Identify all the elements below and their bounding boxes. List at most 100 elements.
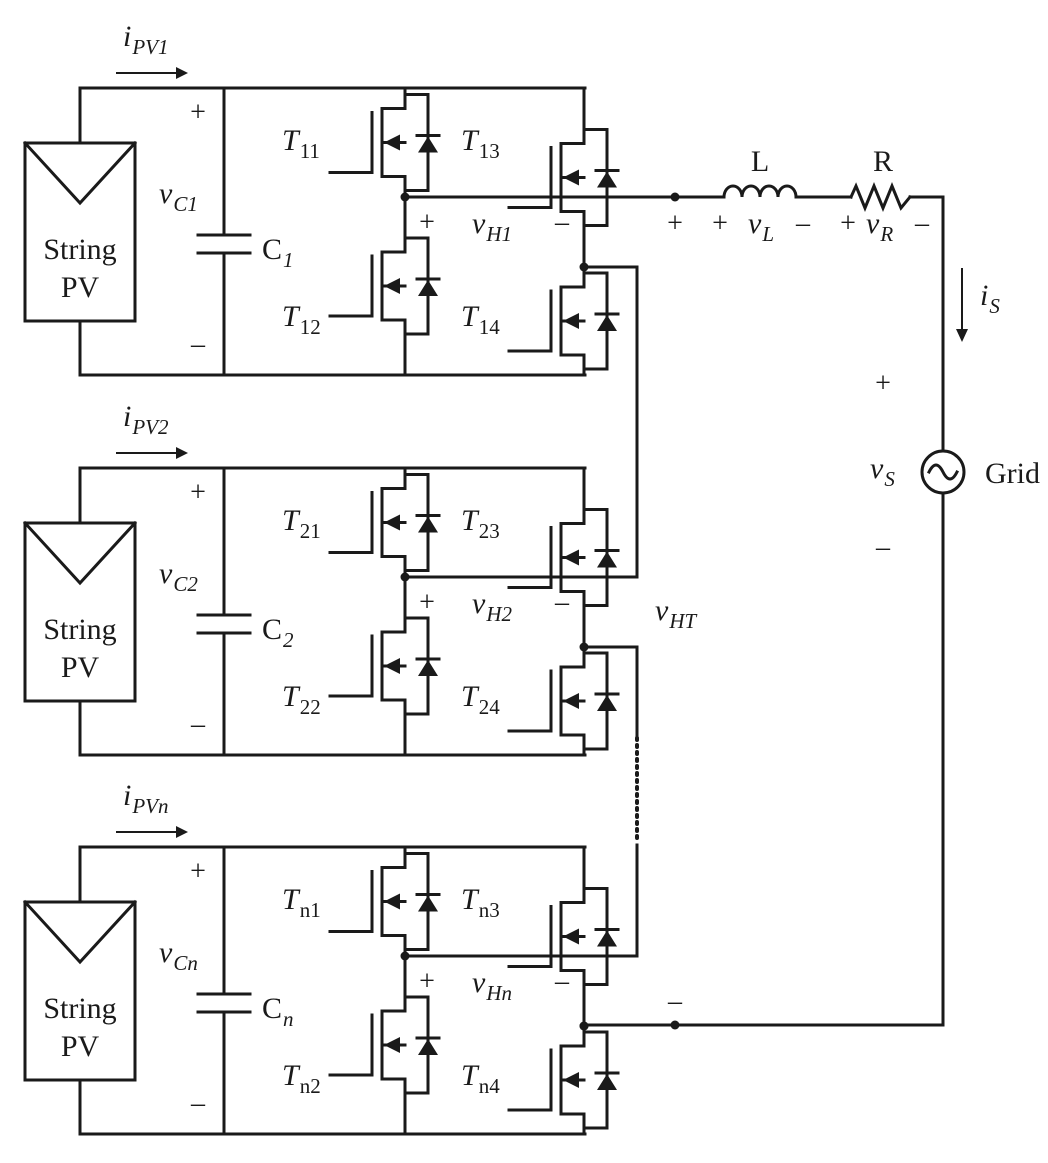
switch-label-2-base: T	[282, 1059, 301, 1092]
bottom-rail	[78, 699, 587, 757]
current-arrowhead	[176, 67, 188, 79]
switch-label-4-base: T	[461, 300, 480, 333]
arrow	[563, 549, 579, 566]
switch-label-4-base: T	[461, 1059, 480, 1092]
pv-current-label-subscript: PV1	[131, 35, 168, 59]
pv-current-label: iPVn	[123, 779, 169, 818]
inductor-minus-sign: –	[795, 208, 811, 239]
pv-current-label: iPV1	[123, 20, 169, 59]
switch-label-4-base: T	[461, 680, 480, 713]
capacitor-label: C1	[262, 233, 294, 272]
switch-upper-right	[507, 86, 620, 269]
hbridge-plus-sign: +	[419, 587, 435, 618]
top-rail	[78, 86, 587, 145]
resistor-voltage-label-subscript: R	[879, 222, 893, 246]
hbridge-voltage-label-base: v	[472, 966, 486, 999]
total-plus-sign: +	[667, 208, 683, 239]
resistor-plus-sign: +	[840, 208, 856, 239]
cap-plus-sign: +	[190, 477, 206, 508]
pv-current-label-subscript: PV2	[131, 415, 169, 439]
grid-voltage-label-subscript: S	[884, 467, 895, 491]
arrow	[384, 514, 400, 531]
inductor-coil	[722, 184, 798, 199]
switch-label-1-base: T	[282, 883, 301, 916]
capacitor-label-base: C	[262, 613, 282, 646]
switch-label-4: Tn4	[461, 1059, 500, 1098]
switch-lower-right	[507, 645, 620, 757]
inter-cell-connections	[403, 265, 639, 958]
cap-voltage-label: vC1	[159, 177, 198, 216]
switch-label-3-base: T	[461, 504, 480, 537]
link-cell2-down	[582, 645, 639, 737]
panel-label-line1: String	[43, 613, 116, 646]
diode	[418, 1039, 438, 1055]
switch-label-2-subscript: 12	[300, 315, 321, 339]
pv-current-label-base: i	[123, 20, 131, 53]
switch-label-3-base: T	[461, 883, 480, 916]
grid-voltage-label: vS	[870, 452, 895, 491]
hbridge-voltage-label: vH1	[472, 207, 512, 246]
capacitor-label: C2	[262, 613, 294, 652]
hbridge-voltage-label-subscript: H2	[485, 602, 512, 626]
hbridge-voltage-label-subscript: H1	[485, 222, 512, 246]
grid-current-label-subscript: S	[989, 294, 1000, 318]
switch-label-2-subscript: n2	[300, 1074, 321, 1098]
bottom-rail	[78, 1078, 587, 1136]
grid-wire-top	[908, 195, 945, 453]
sine-symbol	[926, 463, 960, 481]
switch-label-4: T14	[461, 300, 500, 339]
switch-lower-right	[507, 265, 620, 377]
switch-label-4-subscript: 24	[479, 695, 501, 719]
diode	[597, 315, 617, 331]
arrow	[563, 169, 579, 186]
arrow	[563, 313, 579, 329]
top-rail	[78, 845, 587, 904]
inductor-voltage-label-subscript: L	[761, 222, 774, 246]
hbridge-plus-sign: +	[419, 207, 435, 238]
switch-label-4-subscript: 14	[479, 315, 501, 339]
current-arrowhead	[176, 826, 188, 838]
resistor-voltage-label: vR	[866, 207, 893, 246]
switch-label-1: Tn1	[282, 883, 321, 922]
switch-upper-left	[328, 86, 441, 199]
grid-label: Grid	[985, 457, 1040, 490]
switch-lower-right	[507, 1024, 620, 1136]
link-cellN-to-chain	[403, 843, 639, 958]
capacitor-label: Cn	[262, 992, 294, 1031]
capacitor-label-subscript: 2	[283, 628, 294, 652]
switch-label-3-subscript: n3	[479, 898, 500, 922]
switch-lower-left	[328, 195, 441, 377]
capacitor-label-subscript: n	[283, 1007, 294, 1031]
panel-label-line1: String	[43, 233, 116, 266]
panel-label-line1: String	[43, 992, 116, 1025]
total-voltage-label: vHT	[655, 594, 697, 633]
total-voltage-label-base: v	[655, 594, 669, 627]
hbridge-voltage-label: vHn	[472, 966, 512, 1005]
arrow	[384, 658, 400, 674]
cap-voltage-label-subscript: C1	[173, 192, 198, 216]
panel-label-line2: PV	[61, 271, 100, 304]
arrow	[563, 693, 579, 709]
hbridge-voltage-label-base: v	[472, 207, 486, 240]
diode	[597, 1074, 617, 1090]
switch-lower-left	[328, 575, 441, 757]
pv-current-label-base: i	[123, 400, 131, 433]
cap-voltage-label-base: v	[159, 936, 173, 969]
switch-label-2: T12	[282, 300, 321, 339]
inductor-voltage-label: vL	[748, 207, 774, 246]
arrow	[563, 928, 579, 945]
pv-current-label: iPV2	[123, 400, 169, 439]
arrow	[563, 1072, 579, 1088]
panel-triangle	[22, 140, 138, 206]
diode	[418, 136, 438, 153]
hbridge-plus-sign: +	[419, 966, 435, 997]
diode	[597, 930, 617, 947]
switch-label-1-base: T	[282, 504, 301, 537]
switch-label-1-subscript: 21	[300, 519, 321, 543]
switch-label-3-subscript: 23	[479, 519, 500, 543]
cap-plus-sign: +	[190, 856, 206, 887]
diode	[418, 895, 438, 912]
switch-label-1-subscript: 11	[300, 139, 320, 163]
hbridge-voltage-label: vH2	[472, 587, 512, 626]
total-voltage-label-subscript: HT	[668, 609, 697, 633]
